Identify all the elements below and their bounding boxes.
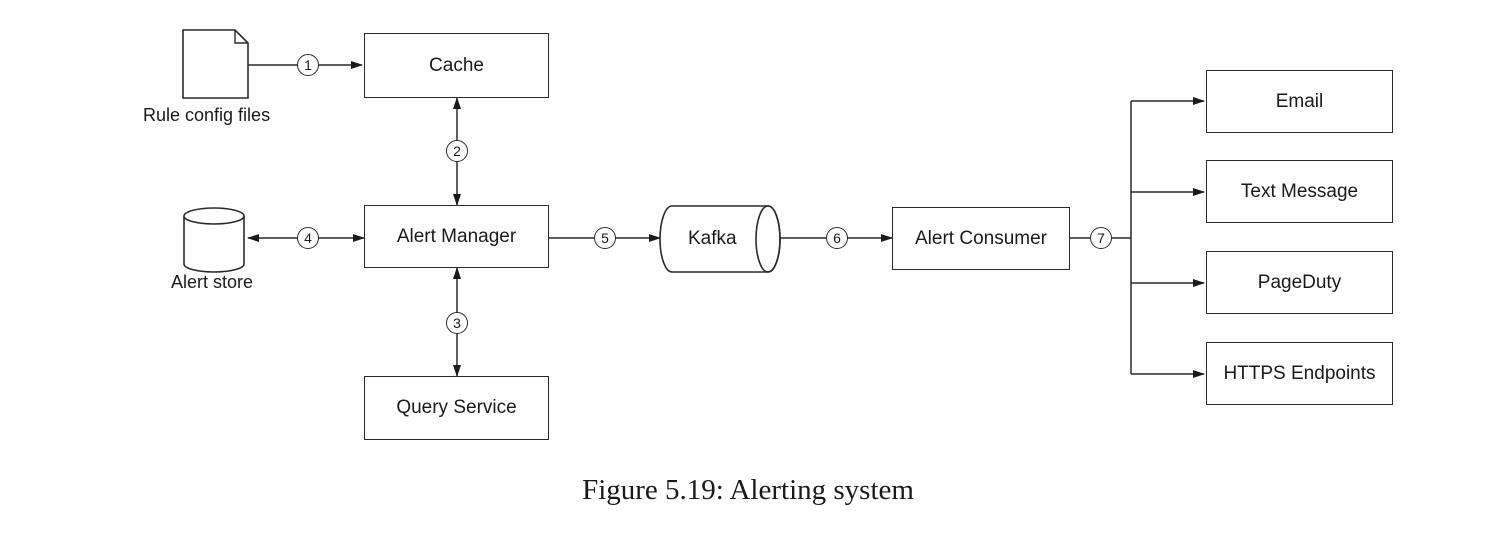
alert-store-label: Alert store: [171, 272, 254, 292]
cache-node: Cache: [364, 33, 549, 98]
alert-manager-label: Alert Manager: [396, 225, 517, 247]
cache-label: Cache: [429, 54, 484, 76]
step-5-badge: 5: [594, 227, 616, 249]
https-endpoints-node: HTTPS Endpoints: [1206, 342, 1393, 405]
step-6-badge: 6: [826, 227, 848, 249]
step-7-badge: 7: [1090, 227, 1112, 249]
pageduty-node: PageDuty: [1206, 251, 1393, 314]
text-message-node: Text Message: [1206, 160, 1393, 223]
kafka-label: Kafka: [688, 228, 737, 249]
step-1-badge: 1: [297, 54, 319, 76]
query-service-node: Query Service: [364, 376, 549, 440]
database-icon: [183, 207, 245, 273]
kafka-cylinder: [659, 205, 781, 273]
pageduty-label: PageDuty: [1257, 271, 1342, 293]
step-3-badge: 3: [446, 312, 468, 334]
step-4-badge: 4: [297, 227, 319, 249]
alert-manager-node: Alert Manager: [364, 205, 549, 268]
text-message-label: Text Message: [1240, 180, 1359, 202]
https-endpoints-label: HTTPS Endpoints: [1223, 362, 1376, 384]
email-label: Email: [1275, 90, 1324, 112]
step-2-badge: 2: [446, 140, 468, 162]
rule-config-files-label: Rule config files: [143, 105, 271, 125]
query-service-label: Query Service: [396, 397, 517, 418]
figure-caption: Figure 5.19: Alerting system: [582, 474, 914, 506]
alert-consumer-label: Alert Consumer: [915, 227, 1047, 249]
alert-consumer-node: Alert Consumer: [892, 207, 1070, 270]
document-icon: [182, 29, 249, 99]
email-node: Email: [1206, 70, 1393, 133]
